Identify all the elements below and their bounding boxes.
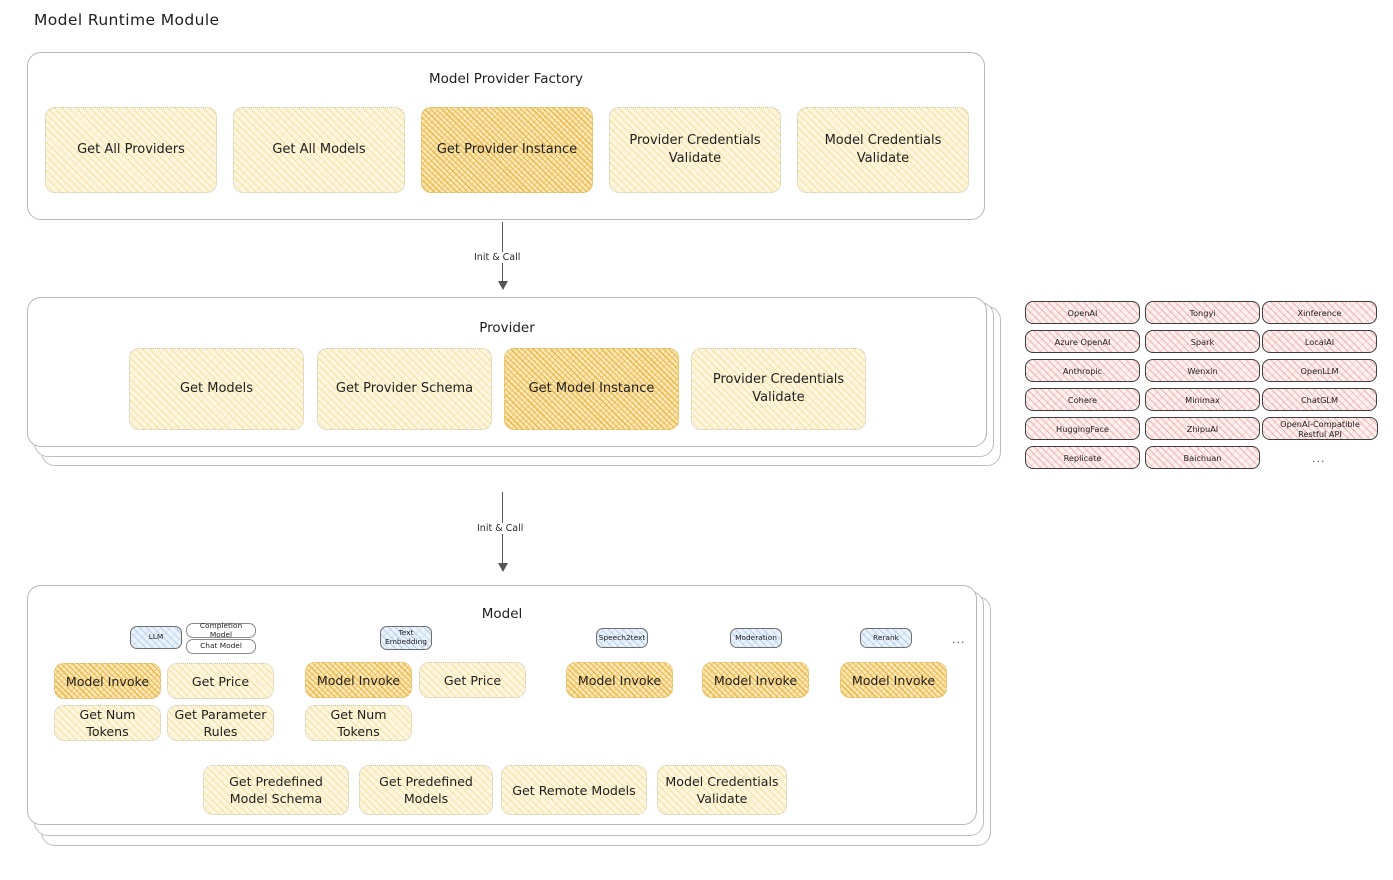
model-shared-method-get-predefined-models[interactable]: Get Predefined Models (359, 765, 493, 815)
factory-method-model-credentials-validate[interactable]: Model Credentials Validate (797, 107, 969, 193)
provider-chip[interactable]: Baichuan (1145, 446, 1260, 469)
model-type-badge-rerank[interactable]: Rerank (860, 628, 912, 648)
factory-title: Model Provider Factory (428, 71, 583, 87)
provider-chip[interactable]: OpenAI (1025, 301, 1140, 324)
model-types-more-ellipsis: ... (952, 633, 966, 646)
provider-chip[interactable]: Xinference (1262, 301, 1377, 324)
provider-chip[interactable]: LocalAI (1262, 330, 1377, 353)
text-embedding-method-get-price[interactable]: Get Price (419, 662, 526, 698)
provider-chip[interactable]: Cohere (1025, 388, 1140, 411)
provider-chip[interactable]: Minimax (1145, 388, 1260, 411)
provider-chip[interactable]: Replicate (1025, 446, 1140, 469)
provider-chip[interactable]: Wenxin (1145, 359, 1260, 382)
llm-method-model-invoke[interactable]: Model Invoke (54, 663, 161, 699)
text-embedding-method-get-num-tokens[interactable]: Get Num Tokens (305, 705, 412, 741)
arrow-factory-to-provider-head (498, 281, 508, 290)
model-sub-badge-chat-model[interactable]: Chat Model (186, 639, 256, 654)
provider-chip[interactable]: HuggingFace (1025, 417, 1140, 440)
provider-chip[interactable]: Anthropic (1025, 359, 1140, 382)
llm-method-get-num-tokens[interactable]: Get Num Tokens (54, 705, 161, 741)
factory-method-get-all-providers[interactable]: Get All Providers (45, 107, 217, 193)
provider-chip[interactable]: ZhipuAI (1145, 417, 1260, 440)
factory-method-provider-credentials-validate[interactable]: Provider Credentials Validate (609, 107, 781, 193)
model-type-badge-llm[interactable]: LLM (130, 626, 182, 649)
arrow-factory-to-provider-label: Init & Call (471, 252, 524, 263)
page-title: Model Runtime Module (34, 11, 220, 29)
arrow-provider-to-model-label: Init & Call (474, 523, 527, 534)
provider-chip[interactable]: Azure OpenAI (1025, 330, 1140, 353)
provider-chip[interactable]: Tongyi (1145, 301, 1260, 324)
model-type-badge-moderation[interactable]: Moderation (730, 628, 782, 648)
llm-method-get-price[interactable]: Get Price (167, 663, 274, 699)
factory-method-get-all-models[interactable]: Get All Models (233, 107, 405, 193)
provider-method-get-models[interactable]: Get Models (129, 348, 304, 430)
provider-chip[interactable]: OpenLLM (1262, 359, 1377, 382)
provider-list-more-ellipsis: ... (1312, 452, 1326, 465)
provider-title: Provider (479, 320, 535, 336)
arrow-provider-to-model-head (498, 563, 508, 572)
provider-chip[interactable]: ChatGLM (1262, 388, 1377, 411)
speech2text-method-model-invoke[interactable]: Model Invoke (566, 662, 673, 698)
model-type-badge-speech2text[interactable]: Speech2text (596, 628, 648, 648)
provider-chip[interactable]: OpenAI-Compatible Restful API (1262, 417, 1378, 440)
model-title: Model (481, 606, 523, 622)
rerank-method-model-invoke[interactable]: Model Invoke (840, 662, 947, 698)
moderation-method-model-invoke[interactable]: Model Invoke (702, 662, 809, 698)
model-shared-method-model-credentials-validate[interactable]: Model Credentials Validate (657, 765, 787, 815)
factory-method-get-provider-instance[interactable]: Get Provider Instance (421, 107, 593, 193)
provider-method-provider-credentials-validate[interactable]: Provider Credentials Validate (691, 348, 866, 430)
model-shared-method-get-remote-models[interactable]: Get Remote Models (501, 765, 647, 815)
text-embedding-method-model-invoke[interactable]: Model Invoke (305, 662, 412, 698)
provider-method-get-provider-schema[interactable]: Get Provider Schema (317, 348, 492, 430)
provider-chip[interactable]: Spark (1145, 330, 1260, 353)
model-shared-method-get-predefined-model-schema[interactable]: Get Predefined Model Schema (203, 765, 349, 815)
model-sub-badge-completion-model[interactable]: Completion Model (186, 621, 256, 638)
llm-method-get-parameter-rules[interactable]: Get Parameter Rules (167, 705, 274, 741)
provider-method-get-model-instance[interactable]: Get Model Instance (504, 348, 679, 430)
model-type-badge-text-embedding[interactable]: Text Embedding (380, 626, 432, 650)
